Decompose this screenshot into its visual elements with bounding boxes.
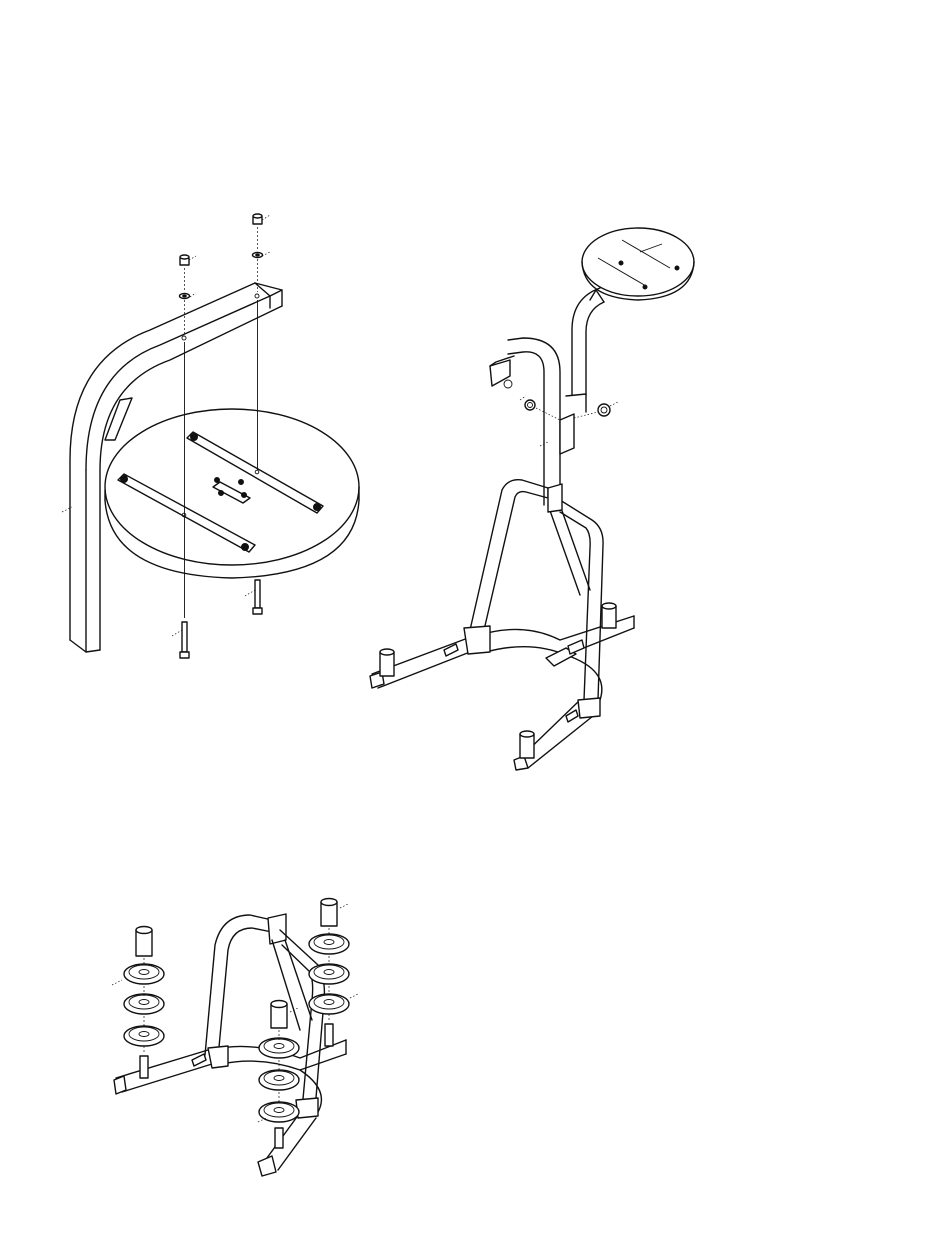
storage-base — [114, 1040, 346, 1176]
figure-weight-plate-storage — [112, 899, 358, 1177]
figure-frame-assembly — [370, 228, 694, 770]
left-plate-stack — [112, 927, 164, 1079]
central-upright — [490, 338, 618, 505]
figure-seat-attachment — [62, 214, 359, 658]
weight-posts — [380, 603, 616, 758]
a-frame-legs — [470, 480, 603, 700]
middle-plate-stack — [258, 1001, 299, 1149]
seat-arm-tube — [572, 288, 604, 395]
base-frame — [370, 616, 634, 770]
top-seat — [582, 228, 694, 300]
right-plate-stack — [309, 899, 358, 1047]
